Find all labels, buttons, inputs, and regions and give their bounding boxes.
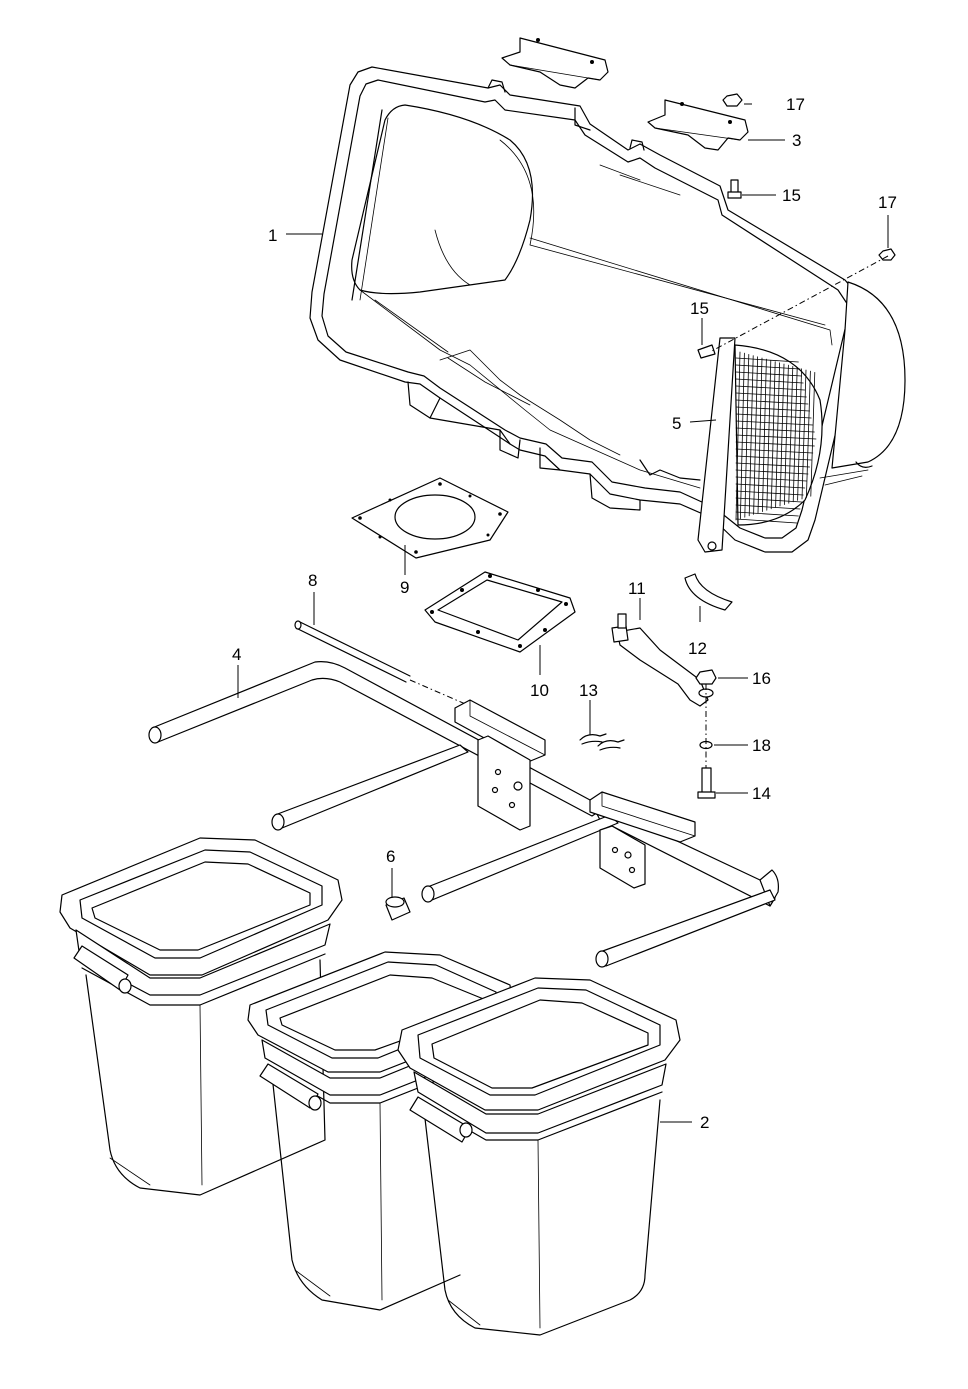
callout-3: 3 xyxy=(792,131,801,150)
callout-6: 6 xyxy=(386,847,395,866)
part-17-nut-top xyxy=(722,93,743,107)
callout-9: 9 xyxy=(400,578,409,597)
mesh-line xyxy=(735,406,810,412)
part-3-bracket xyxy=(647,99,749,151)
mesh-line xyxy=(735,448,814,454)
mesh-line xyxy=(735,462,810,468)
mesh-line xyxy=(792,367,798,503)
mesh-line xyxy=(735,364,801,370)
callout-5: 5 xyxy=(672,414,681,433)
mesh-line xyxy=(735,469,809,475)
part-10-gasket xyxy=(424,571,576,653)
part-1-hood xyxy=(309,66,906,553)
mesh-line xyxy=(735,385,806,391)
mesh-line xyxy=(784,364,789,506)
part-16-nut xyxy=(695,669,717,698)
mesh-line xyxy=(735,441,815,447)
part-15-bolt-mid xyxy=(697,344,716,359)
mesh-line xyxy=(735,413,812,419)
mesh-line xyxy=(735,420,814,426)
callout-17-top: 17 xyxy=(786,95,805,114)
callout-1: 1 xyxy=(268,226,277,245)
mesh-line xyxy=(735,497,802,503)
part-5-screen xyxy=(697,337,823,553)
callout-14: 14 xyxy=(752,784,771,803)
callout-13: 13 xyxy=(579,681,598,700)
part-17-nut-right xyxy=(878,248,896,261)
callout-8: 8 xyxy=(308,571,317,590)
part-6-cap xyxy=(385,896,411,921)
mesh-line xyxy=(770,361,776,510)
mesh-line xyxy=(735,511,799,517)
mesh-line xyxy=(735,490,804,496)
part-12-strip xyxy=(684,573,733,611)
callout-15-mid: 15 xyxy=(690,299,709,318)
mesh-line xyxy=(775,362,780,508)
mesh-line xyxy=(766,359,772,511)
callout-2: 2 xyxy=(700,1113,709,1132)
mesh-line xyxy=(735,399,809,405)
mesh-line xyxy=(735,476,807,482)
callout-11: 11 xyxy=(628,579,646,598)
callout-10: 10 xyxy=(530,681,549,700)
part-2-bag-left xyxy=(59,837,343,1196)
callout-18: 18 xyxy=(752,736,771,755)
mesh-line xyxy=(735,455,812,461)
leader-lines xyxy=(237,103,889,1123)
mesh-line xyxy=(797,368,802,501)
callout-17-right: 17 xyxy=(878,193,897,212)
callout-15-top: 15 xyxy=(782,186,801,205)
mesh-line xyxy=(801,369,807,500)
part-8-rod xyxy=(294,620,471,707)
mesh-line xyxy=(810,371,816,497)
mesh-line xyxy=(735,357,799,363)
part-9-plate xyxy=(351,477,509,559)
mesh-line xyxy=(735,483,806,489)
mesh-line xyxy=(762,358,767,513)
part-2-bag-right xyxy=(397,977,681,1336)
part-14-bolt xyxy=(697,767,716,799)
mesh-line xyxy=(735,427,815,433)
mesh-line xyxy=(735,378,804,384)
part-11-latch-arm xyxy=(611,613,709,707)
mesh-line xyxy=(779,363,785,507)
mesh-line xyxy=(735,518,798,524)
mesh-line xyxy=(806,370,811,499)
callout-12: 12 xyxy=(688,639,707,658)
mesh-line xyxy=(735,392,807,398)
part-13-clips xyxy=(579,733,625,751)
part-15-bolt-top xyxy=(727,179,742,199)
mesh-line xyxy=(735,504,801,510)
callout-16: 16 xyxy=(752,669,771,688)
part-4-frame xyxy=(148,661,779,968)
mesh-line xyxy=(735,371,802,377)
callout-4: 4 xyxy=(232,645,241,664)
mesh-line xyxy=(735,351,741,521)
part-3-bracket-top xyxy=(501,37,609,89)
screen-mesh xyxy=(735,351,817,524)
mesh-line xyxy=(735,434,817,440)
mesh-line xyxy=(757,357,763,514)
